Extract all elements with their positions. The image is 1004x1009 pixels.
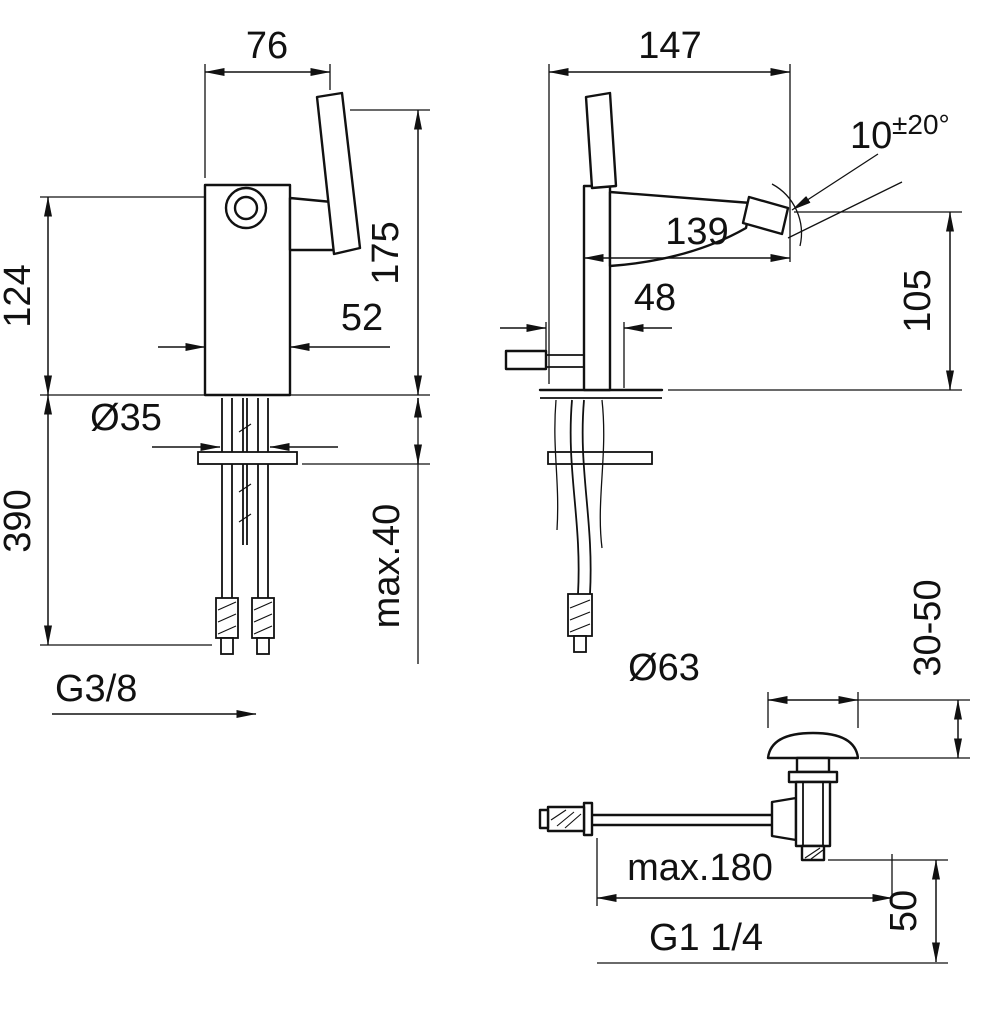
dim-outlet-height: 105 [897, 269, 939, 332]
dim-spout-reach: 139 [665, 211, 728, 253]
knob-hatch-line [556, 811, 575, 827]
connector-tip [220, 637, 234, 655]
leader-line [791, 153, 879, 211]
leader-line [787, 181, 903, 239]
connector-hatch-line [217, 613, 237, 623]
tail-hatch-line [810, 849, 824, 860]
dim-body-depth: 52 [341, 297, 383, 339]
connector-hatch-line [253, 613, 273, 623]
tail-hatch-line [804, 847, 821, 859]
aerator-outer-circle [224, 186, 268, 230]
dim-angle-value: 10 [850, 115, 892, 157]
thread-hatch-line [238, 423, 252, 433]
drain-cap-dome [766, 731, 860, 760]
connector-tip [256, 637, 270, 655]
dim-base-depth: 48 [634, 277, 676, 319]
dim-hose-length: 390 [0, 489, 39, 552]
spout-tip [741, 195, 790, 236]
dim-angle-tolerance: ±20° [892, 109, 950, 140]
knob-hatch-line [550, 809, 567, 821]
popup-rod-line [554, 399, 559, 531]
dim-deck-thickness: max.40 [366, 504, 408, 629]
dim-width-top: 76 [246, 25, 288, 67]
faucet-handle [315, 91, 362, 256]
angle-arc [771, 183, 803, 247]
thread-hatch-line [238, 483, 252, 493]
handle-blade [584, 91, 618, 190]
connector-hatch-line [569, 611, 591, 621]
drain-neck [795, 756, 831, 774]
dim-deck-range: 30-50 [907, 579, 949, 676]
dim-total-height: 175 [365, 221, 407, 284]
drain-thread-label: G1 1/4 [649, 917, 763, 959]
hose-line [569, 399, 580, 595]
connector-hatch-line [217, 625, 237, 635]
dim-hole-diameter: Ø35 [90, 397, 162, 439]
drain-flange [787, 770, 839, 784]
connector-hatch-line [217, 601, 237, 611]
dim-tail-length: 50 [883, 890, 925, 932]
spout [608, 190, 753, 268]
drain-body [794, 780, 832, 848]
aerator-inner-circle [233, 195, 259, 221]
mounting-washer [547, 451, 653, 465]
faucet-column [582, 184, 612, 392]
popup-rod-line [599, 399, 605, 549]
thread-hatch-line [238, 513, 252, 523]
dim-body-height: 124 [0, 264, 39, 327]
drain-view: Ø63 30-50 max.180 50 G1 1/4 [538, 579, 970, 964]
dim-cap-diameter: Ø63 [628, 647, 700, 689]
lever-nut [770, 796, 798, 842]
hose-line [581, 399, 592, 595]
side-view: 147 139 10 ±20° 105 48 [500, 25, 962, 653]
dim-rod-reach: max.180 [627, 847, 773, 889]
connector-tip [573, 635, 587, 653]
lever-cap [538, 808, 550, 830]
connector-hatch-line [253, 625, 273, 635]
supply-thread-label: G3/8 [55, 668, 137, 710]
faucet-body [203, 183, 292, 397]
knob-hatch-line [564, 813, 582, 829]
mounting-washer [197, 451, 298, 465]
popup-knob [504, 349, 548, 371]
dim-total-projection: 147 [638, 25, 701, 67]
front-view: 76 124 175 52 Ø35 390 max.40 G3/8 [0, 25, 430, 718]
connector-hatch-line [253, 601, 273, 611]
connector-hatch-line [569, 623, 591, 633]
connector-hatch-line [569, 599, 591, 609]
